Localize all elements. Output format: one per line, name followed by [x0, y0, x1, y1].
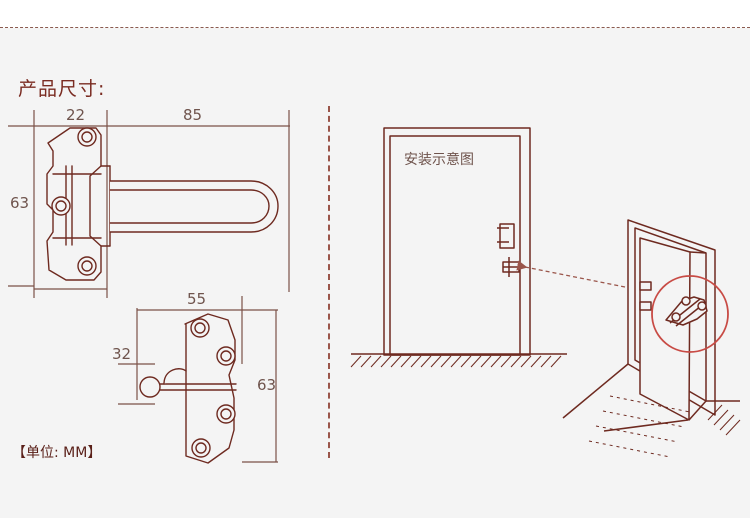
door-guard-highlight-circle	[651, 275, 729, 353]
open-door-diagram-icon	[562, 219, 741, 458]
top-piece-diagram: 22 85 63	[8, 106, 290, 298]
door-guard-side-view-icon	[139, 313, 237, 464]
door-front-diagram-icon	[350, 127, 567, 368]
top-dashed-rule	[0, 0, 750, 28]
top-left-width-label: 22	[66, 106, 85, 124]
top-total-length-label: 85	[183, 106, 202, 124]
top-height-label: 63	[10, 194, 29, 212]
bottom-knob-height-label: 32	[112, 345, 131, 363]
bottom-width-label: 55	[187, 290, 206, 308]
unit-note: 【单位: MM】	[12, 445, 102, 461]
door-guard-top-view-icon	[46, 127, 279, 281]
center-divider	[328, 106, 330, 458]
bottom-plate-height-label: 63	[257, 376, 276, 394]
product-size-title: 产品尺寸:	[18, 78, 106, 100]
top-piece-dimension-lines	[8, 110, 290, 298]
bottom-piece-dimension-lines	[118, 296, 278, 463]
install-diagram-label: 安装示意图	[404, 151, 474, 168]
bottom-piece-diagram: 55 32 63	[112, 290, 278, 464]
